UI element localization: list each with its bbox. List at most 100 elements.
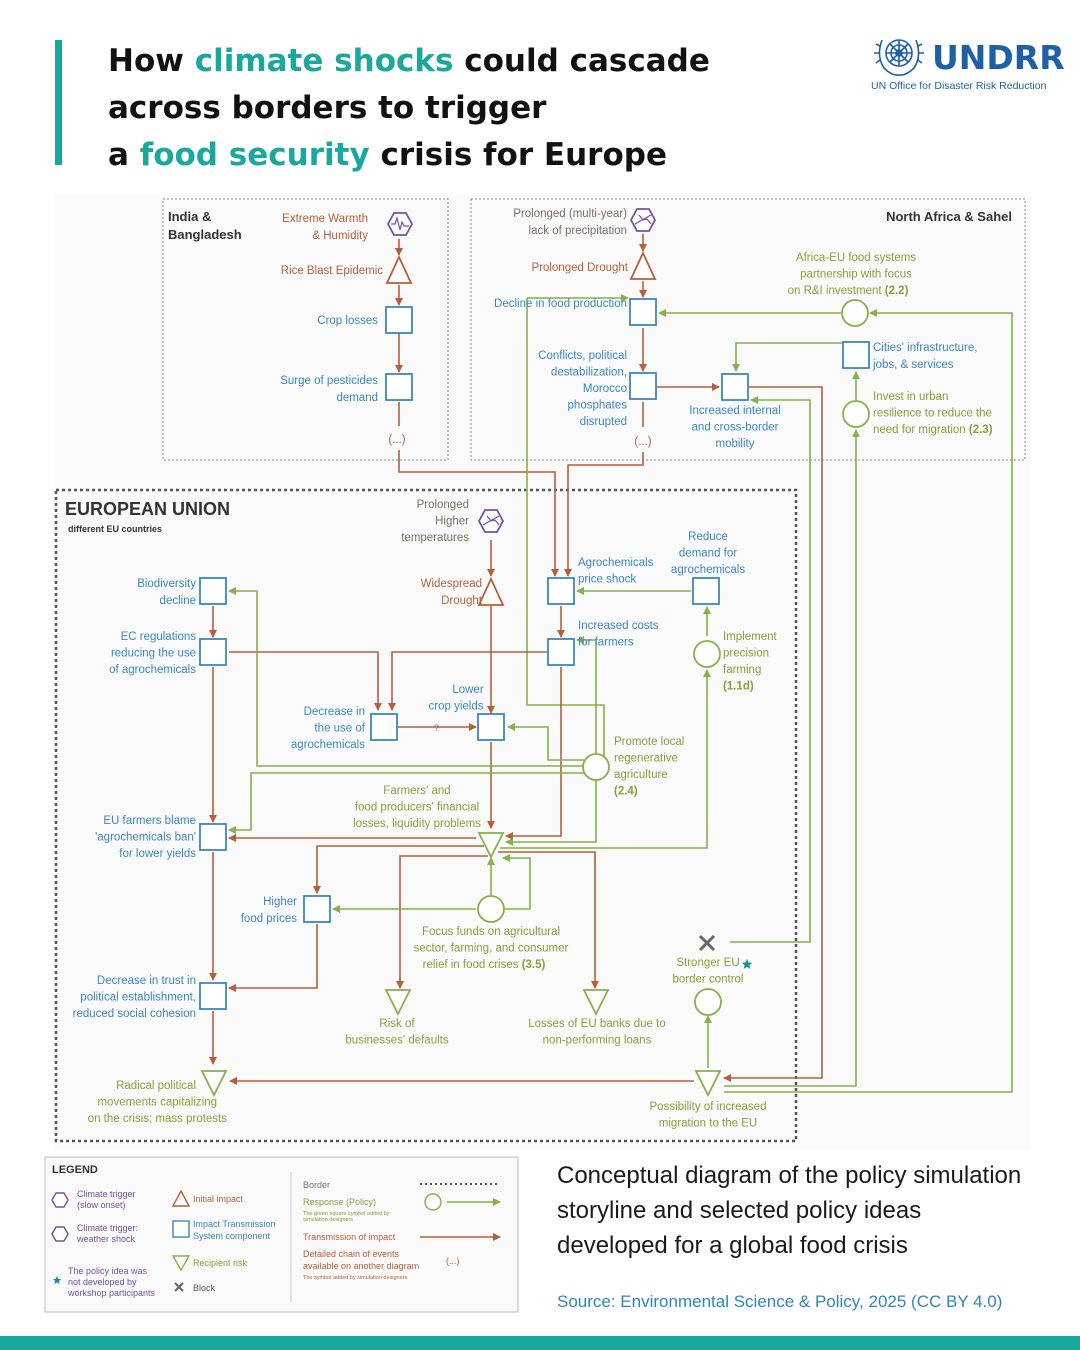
node-eu-blame: EU farmers blame'agrochemicals ban'for l… [95,815,196,860]
legend-detailed-note: The symbol added by simulation designers [303,1275,408,1281]
edge-border-mobility [730,396,811,943]
node-na-more: (...) [634,436,651,448]
edge-regen-yields [507,723,584,761]
edge-ec-decrease [229,651,382,711]
legend-initial-impact: Initial impact [193,1194,244,1204]
edge-regen-biodiv [228,587,584,767]
edge-losses-precision [500,669,711,849]
node-precip: Prolonged (multi-year)lack of precipitat… [513,208,627,237]
un-emblem-icon [874,39,924,76]
logo-subtitle: UN Office for Disaster Risk Reduction [871,80,1047,92]
node-promote-local-circle [582,753,610,781]
region-border-north-africa [470,198,1026,461]
edge-mobility-migration [723,386,823,1082]
node-crop-losses: Crop losses [317,315,378,327]
edge-regen-costs [576,636,597,756]
region-border-eu [54,488,798,1143]
weather-shock-icon [386,212,414,236]
title-line1-post: could cascade [453,43,710,79]
legend-weather-shock-icon [51,1226,69,1242]
region-label-eu-sub: different EU countries [68,524,162,534]
legend-initial-impact-icon [171,1189,191,1207]
climate-trend-icon [634,214,652,225]
region-label-north-africa: North Africa & Sahel [886,209,1012,224]
node-cities: Cities' infrastructure,jobs, & services [872,342,977,371]
edge-losses-defaults [396,855,488,989]
node-ec-regulations-box [199,638,227,666]
recipient-risk-triangle-icon [694,1070,722,1098]
title-line1-pre: How [108,43,195,79]
legend-slow-onset: Climate trigger(slow onset) [77,1189,136,1210]
legend-ellipsis: (...) [446,1256,460,1266]
node-drought-na: Prolonged Drought [531,262,628,274]
legend-response-icon [424,1193,442,1211]
legend-recipient: Recipient risk [193,1258,248,1268]
accent-bar [55,40,62,165]
node-africa-eu-circle [841,299,869,327]
node-focus-funds-circle [477,895,505,923]
edge-question-mark: ? [434,723,439,733]
edge-migration-africaeu [724,309,1013,1093]
policy-star-icon [741,959,753,969]
edge-na-agro-price [564,452,644,577]
diagram-caption: Conceptual diagram of the policy simulat… [557,1162,1022,1259]
node-conflicts-box [629,372,657,400]
recipient-risk-triangle-icon [384,989,412,1017]
node-india-more: (...) [388,434,405,446]
node-pesticides-box [385,373,413,401]
edge-regen-losses [505,780,597,846]
node-food-production: Decline in food production [494,298,627,310]
edge-cities-mobility [732,342,856,372]
legend-border: Border [303,1180,330,1190]
node-cities-box [842,341,870,369]
region-border-india [162,198,449,461]
climate-trend-icon [482,515,500,526]
legend-slow-onset-icon [51,1192,69,1208]
legend: LEGEND Climate trigger(slow onset) Clima… [44,1156,519,1313]
edge-prices-trust [228,924,318,992]
edge-costs-losses [505,667,562,840]
node-rice-blast: Rice Blast Epidemic [281,265,384,277]
title-highlight-food-security: food security [139,137,370,173]
initial-impact-triangle-icon [477,576,505,606]
node-mobility-box [721,373,749,401]
node-increased-costs-box [547,638,575,666]
node-biodiversity-box [199,577,227,605]
source-credit: Source: Environmental Science & Policy, … [557,1292,1003,1311]
node-border-circle [694,988,722,1016]
legend-star-icon [52,1276,62,1284]
recipient-risk-triangle-icon [200,1070,228,1098]
legend-box [44,1156,519,1313]
bottom-band [0,1336,1080,1350]
legend-block-icon [174,1282,184,1292]
legend-recipient-icon [171,1255,191,1272]
edge-regen-blame [228,772,584,834]
title-highlight-climate-shocks: climate shocks [194,43,454,79]
block-x-icon [698,934,716,952]
title-line3-pre: a [108,137,140,173]
initial-impact-triangle-icon [629,250,657,280]
edge-losses-banks [498,851,599,989]
node-reduce-demand-box [692,577,720,605]
